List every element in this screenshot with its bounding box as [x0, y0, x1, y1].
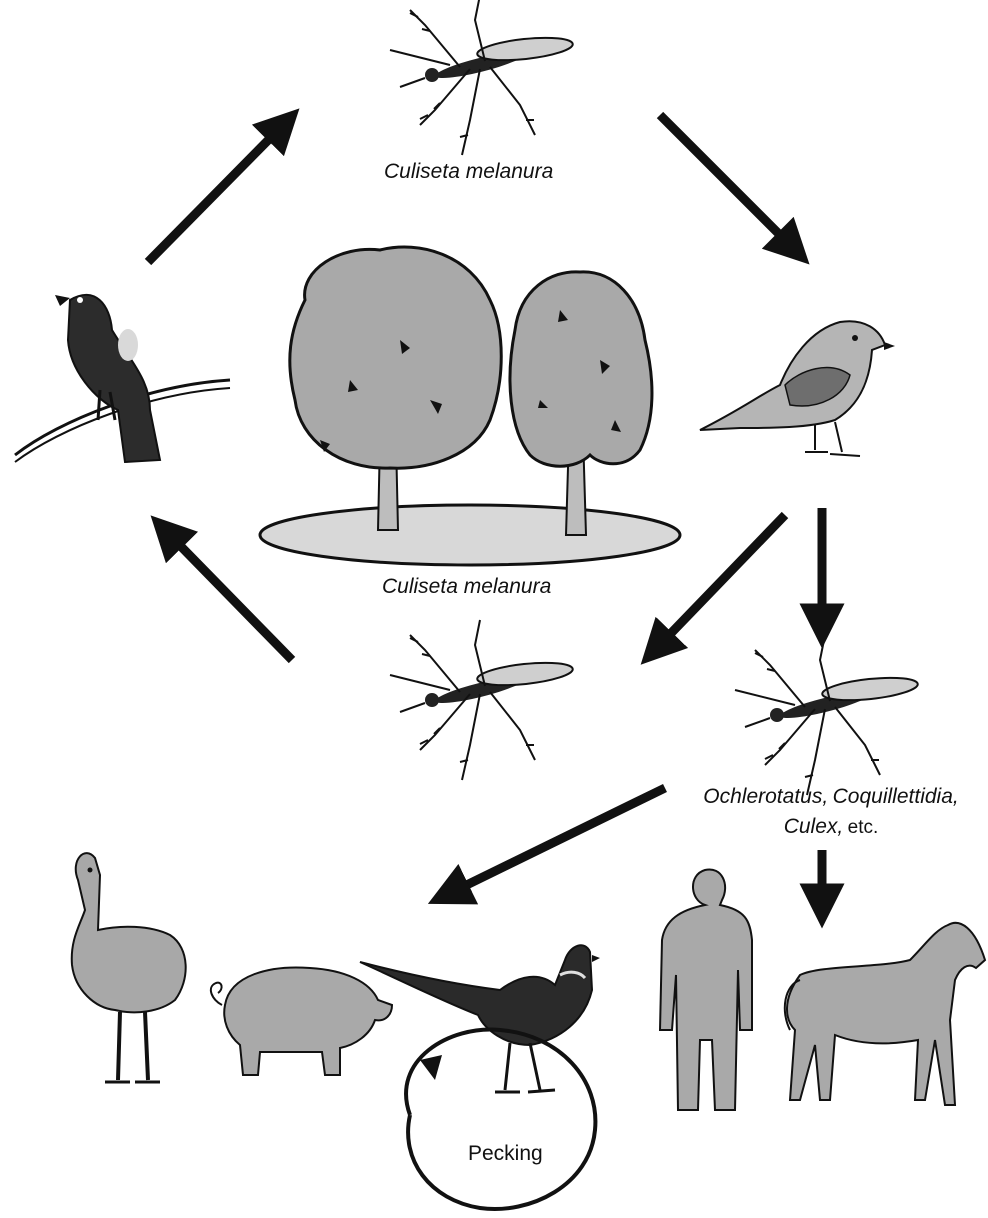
pheasant-icon: [360, 945, 600, 1092]
mosquito-icon: [390, 0, 574, 155]
bridge-vector-etc: etc.: [848, 817, 879, 838]
mosquito-icon: [390, 620, 574, 780]
bridge-vector-genus-3: Culex,: [784, 815, 844, 838]
human-icon: [660, 869, 752, 1110]
bridge-vectors-label: Ochlerotatus, Coquillettidia, Culex, etc…: [686, 783, 976, 843]
arrow-mosquito-to-sparrow: [660, 115, 800, 255]
tree-icon: [260, 247, 680, 565]
sparrow-icon: [700, 321, 895, 456]
perched-bird-icon: [15, 295, 230, 462]
arrow-bird-to-mosquito: [148, 118, 290, 262]
pig-icon: [211, 967, 392, 1075]
emu-icon: [72, 853, 186, 1082]
pecking-label: Pecking: [468, 1142, 543, 1166]
mosquito-icon: [735, 635, 919, 795]
bridge-vector-genus-2: Coquillettidia,: [833, 785, 959, 808]
habitat-label: Culiseta melanura: [382, 575, 551, 599]
mosquito-label-top: Culiseta melanura: [384, 160, 553, 184]
bridge-vector-genus-1: Ochlerotatus,: [703, 785, 828, 808]
arrow-bridge-to-pheasant: [440, 788, 665, 898]
horse-icon: [785, 923, 985, 1105]
pecking-loop: [406, 1030, 595, 1209]
